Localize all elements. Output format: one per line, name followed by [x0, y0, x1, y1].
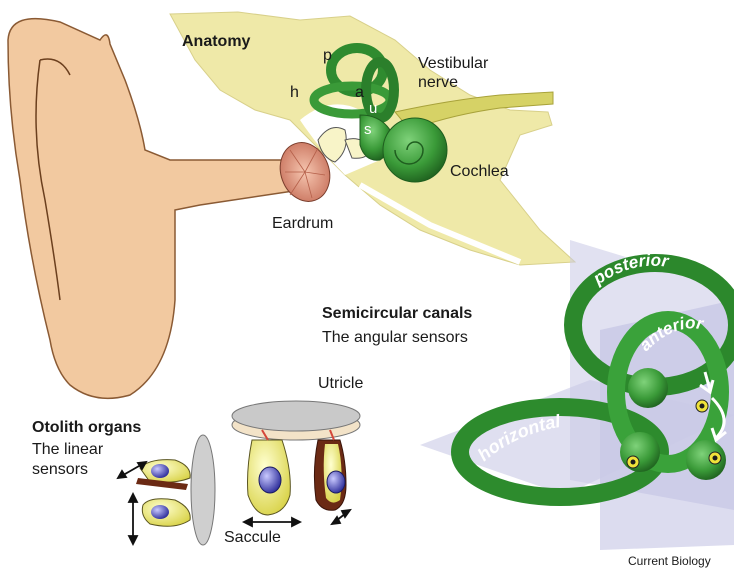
vestibular-nerve-label-2: nerve	[418, 74, 458, 91]
otolith-subtitle-2: sensors	[32, 461, 88, 478]
eardrum-label: Eardrum	[272, 215, 333, 232]
cochlea-shape	[383, 118, 447, 182]
canal-label-h: h	[290, 84, 299, 101]
cochlea-label: Cochlea	[450, 163, 509, 180]
semicircular-subtitle: The angular sensors	[322, 329, 468, 346]
canal-label-s: s	[364, 121, 372, 138]
hair-cells	[136, 430, 346, 526]
saccule-disc	[191, 435, 215, 545]
utricle-label: Utricle	[318, 375, 363, 392]
vestibular-nerve-label-1: Vestibular	[418, 55, 489, 72]
otolith-title: Otolith organs	[32, 419, 141, 436]
canal-label-u: u	[369, 100, 377, 117]
otolith-subtitle-1: The linear	[32, 441, 104, 458]
semicircular-title: Semicircular canals	[322, 305, 472, 322]
utricle-disc	[232, 401, 360, 440]
canal-label-p: p	[323, 47, 332, 64]
saccule-label: Saccule	[224, 529, 281, 546]
canal-label-a: a	[355, 84, 364, 101]
anatomy-title: Anatomy	[182, 33, 251, 50]
credit-label: Current Biology	[628, 554, 711, 568]
